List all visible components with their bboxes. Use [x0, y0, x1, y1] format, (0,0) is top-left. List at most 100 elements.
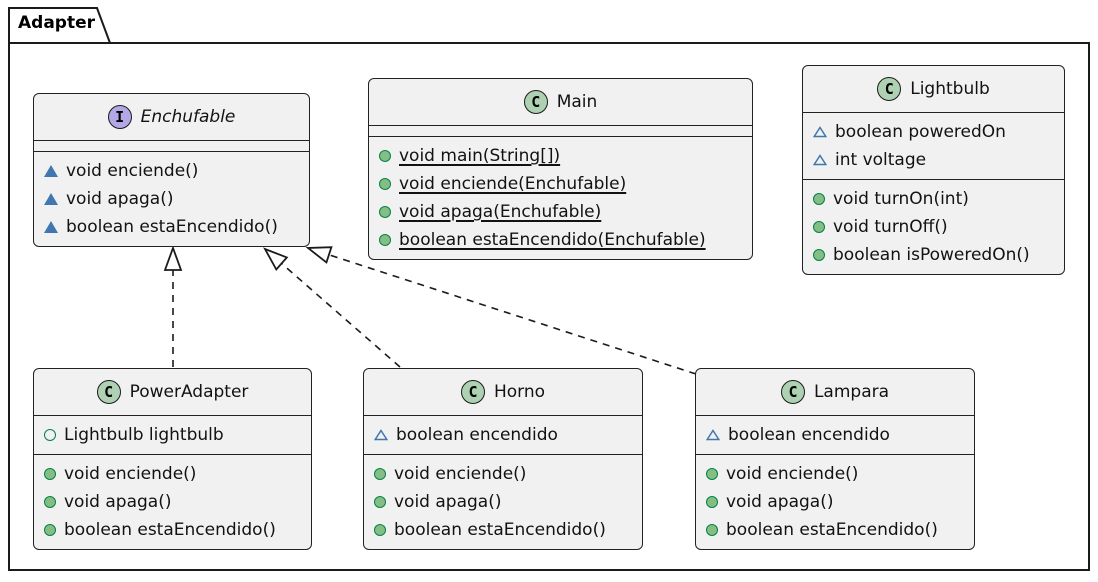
static-method-label: void apaga(Enchufable) — [399, 202, 602, 222]
class-header: C Lightbulb — [803, 66, 1064, 112]
method-row: void turnOn(int) — [803, 185, 1064, 213]
methods-compartment: void turnOn(int) void turnOff() boolean … — [803, 179, 1064, 274]
public-method-icon — [379, 234, 391, 246]
method-label: void apaga() — [726, 492, 834, 512]
interface-stereotype-icon: I — [107, 105, 132, 129]
fields-compartment: Lightbulb lightbulb — [34, 415, 311, 454]
method-row: void main(String[]) — [369, 142, 752, 170]
method-label: void enciende() — [64, 464, 197, 484]
public-field-icon — [44, 429, 56, 441]
public-method-icon — [44, 524, 56, 536]
class-stereotype-icon: C — [780, 380, 805, 404]
class-box-lightbulb: C Lightbulb boolean poweredOn int voltag… — [802, 65, 1065, 275]
method-label: boolean estaEncendido() — [66, 217, 278, 237]
realization-arrow-horno-to-enchufable — [263, 247, 401, 368]
fields-compartment: boolean poweredOn int voltage — [803, 112, 1064, 179]
package-private-method-icon — [44, 221, 58, 233]
interface-name: Enchufable — [140, 107, 236, 127]
field-row: boolean encendido — [364, 421, 642, 449]
public-method-icon — [374, 496, 386, 508]
public-method-icon — [44, 496, 56, 508]
fields-compartment: boolean encendido — [364, 415, 642, 454]
method-row: boolean estaEncendido(Enchufable) — [369, 226, 752, 254]
field-row: boolean poweredOn — [803, 118, 1064, 146]
static-method-label: void enciende(Enchufable) — [399, 174, 627, 194]
method-label: void enciende() — [66, 161, 199, 181]
public-method-icon — [813, 249, 825, 261]
field-label: boolean encendido — [728, 425, 890, 445]
methods-compartment: void main(String[]) void enciende(Enchuf… — [369, 136, 752, 259]
method-row: void enciende() — [34, 157, 309, 185]
frame-tab — [8, 7, 112, 44]
interface-box-enchufable: I Enchufable void enciende() void apaga(… — [33, 93, 310, 247]
class-box-horno: C Horno boolean encendido void enciende(… — [363, 368, 643, 550]
method-row: void apaga(Enchufable) — [369, 198, 752, 226]
class-name: Main — [556, 92, 598, 112]
frame-border — [8, 42, 1090, 571]
class-stereotype-icon: C — [96, 380, 121, 404]
field-label: boolean poweredOn — [835, 122, 1006, 142]
field-label: int voltage — [835, 150, 927, 170]
public-method-icon — [374, 524, 386, 536]
method-label: void turnOff() — [833, 217, 948, 237]
method-label: void turnOn(int) — [833, 189, 969, 209]
class-box-lampara: C Lampara boolean encendido void enciend… — [695, 368, 975, 550]
class-header: C Horno — [364, 369, 642, 415]
class-name: Lightbulb — [910, 79, 990, 99]
method-row: void enciende() — [34, 460, 311, 488]
method-label: void enciende() — [726, 464, 859, 484]
field-row: Lightbulb lightbulb — [34, 421, 311, 449]
static-method-label: void main(String[]) — [399, 146, 561, 166]
method-row: void apaga() — [364, 488, 642, 516]
public-method-icon — [706, 496, 718, 508]
class-name: PowerAdapter — [129, 382, 249, 402]
field-label: boolean encendido — [396, 425, 558, 445]
package-private-field-icon — [813, 154, 827, 166]
method-row: void enciende(Enchufable) — [369, 170, 752, 198]
public-method-icon — [379, 150, 391, 162]
package-private-field-icon — [813, 126, 827, 138]
class-stereotype-icon: C — [523, 90, 548, 114]
method-row: void apaga() — [696, 488, 974, 516]
public-method-icon — [813, 221, 825, 233]
method-label: void enciende() — [394, 464, 527, 484]
class-name: Horno — [493, 382, 546, 402]
public-method-icon — [813, 193, 825, 205]
methods-compartment: void enciende() void apaga() boolean est… — [364, 454, 642, 549]
realization-arrow-lampara-to-enchufable — [305, 246, 697, 375]
method-label: void apaga() — [64, 492, 172, 512]
method-row: void apaga() — [34, 488, 311, 516]
class-stereotype-icon: C — [460, 380, 485, 404]
public-method-icon — [706, 524, 718, 536]
method-row: boolean isPoweredOn() — [803, 241, 1064, 269]
class-header: C PowerAdapter — [34, 369, 311, 415]
class-box-poweradapter: C PowerAdapter Lightbulb lightbulb void … — [33, 368, 312, 550]
public-method-icon — [379, 178, 391, 190]
methods-compartment: void enciende() void apaga() boolean est… — [34, 454, 311, 549]
package-private-method-icon — [44, 165, 58, 177]
frame-title: Adapter — [18, 13, 96, 33]
method-label: boolean estaEncendido() — [64, 520, 276, 540]
fields-compartment: boolean encendido — [696, 415, 974, 454]
package-private-field-icon — [374, 429, 388, 441]
method-row: boolean estaEncendido() — [696, 516, 974, 544]
fields-compartment — [34, 140, 309, 151]
class-header: C Main — [369, 79, 752, 125]
class-name: Lampara — [813, 382, 890, 402]
public-method-icon — [379, 206, 391, 218]
method-row: void enciende() — [696, 460, 974, 488]
methods-compartment: void enciende() void apaga() boolean est… — [696, 454, 974, 549]
class-header: I Enchufable — [34, 94, 309, 140]
class-box-main: C Main void main(String[]) void enciende… — [368, 78, 753, 260]
method-label: boolean estaEncendido() — [726, 520, 938, 540]
public-method-icon — [706, 468, 718, 480]
method-label: void apaga() — [394, 492, 502, 512]
methods-compartment: void enciende() void apaga() boolean est… — [34, 151, 309, 246]
method-row: void turnOff() — [803, 213, 1064, 241]
class-stereotype-icon: C — [877, 77, 902, 101]
method-label: boolean isPoweredOn() — [833, 245, 1030, 265]
method-row: void enciende() — [364, 460, 642, 488]
method-row: boolean estaEncendido() — [34, 213, 309, 241]
